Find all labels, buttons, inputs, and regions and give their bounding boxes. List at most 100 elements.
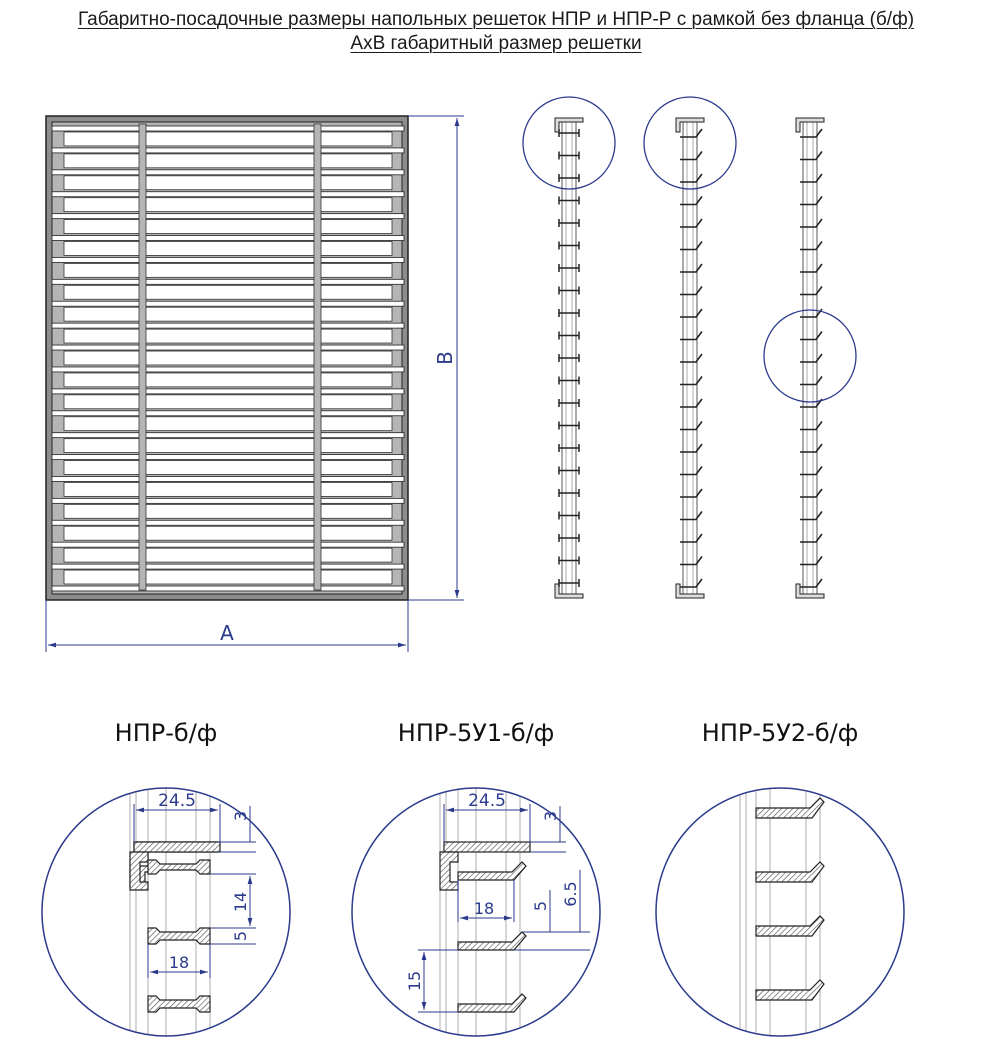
side-bar — [558, 376, 580, 385]
side-bar — [680, 241, 703, 251]
side-bar — [680, 308, 703, 318]
side-bar — [558, 219, 580, 227]
side-bar — [800, 488, 823, 498]
side-bar — [800, 556, 823, 566]
side-bar — [800, 533, 823, 543]
side-bar — [680, 353, 703, 363]
dim-pitch-label: 14 — [231, 892, 250, 912]
dim-inner-label: 18 — [169, 953, 189, 972]
grille-opening — [63, 394, 393, 410]
side-bar — [800, 241, 823, 251]
dimension-b: B — [408, 115, 464, 601]
side-bar — [680, 331, 703, 341]
side-bar — [558, 399, 580, 407]
side-bar — [800, 466, 823, 476]
grille-opening — [63, 306, 393, 322]
dim-width-label: 24.5 — [158, 791, 196, 811]
side-bar — [800, 443, 823, 453]
side-bar — [800, 173, 823, 183]
grille-opening — [63, 525, 393, 541]
side-bar — [558, 309, 580, 317]
side-frame-top — [795, 117, 825, 133]
side-bar — [558, 354, 580, 362]
side-bar — [558, 466, 580, 475]
side-bar — [680, 196, 703, 206]
side-bar — [800, 398, 823, 408]
dim-bar2-label: 6.5 — [561, 881, 580, 906]
side-bar — [680, 578, 703, 588]
grille-slat — [51, 476, 405, 482]
side-bar — [680, 218, 703, 228]
grille-opening — [63, 263, 393, 278]
side-bar — [680, 488, 703, 498]
grille-slat — [51, 147, 405, 154]
grille-opening — [63, 328, 393, 344]
diagram-subtitle: АхВ габаритный размер решетки — [350, 33, 642, 54]
side-bar — [800, 263, 823, 273]
grille-opening — [63, 175, 393, 191]
side-bar — [680, 421, 703, 431]
grille-slat — [51, 344, 405, 351]
grille-slat — [51, 300, 405, 307]
side-bar — [558, 286, 580, 295]
grille-opening — [63, 284, 393, 300]
grille-opening — [63, 460, 393, 475]
dimension-a: A — [45, 600, 409, 652]
side-bar — [558, 534, 580, 542]
dim-width-label-2: 24.5 — [468, 791, 506, 811]
grille-opening — [63, 482, 393, 497]
side-bar — [680, 556, 703, 566]
grille-slat — [51, 432, 405, 439]
detail-npr: 24.5 3 14 5 18 — [41, 787, 291, 1037]
grille-slat — [51, 563, 405, 570]
side-bar — [800, 353, 823, 363]
dim-pitch-label-2: 15 — [405, 971, 424, 991]
grille-front-view — [45, 115, 409, 601]
grille-opening — [63, 438, 393, 453]
dim-bar-label: 5 — [231, 931, 250, 941]
side-bar — [800, 286, 823, 296]
dimension-b-label: B — [433, 351, 457, 365]
grille-slat — [51, 322, 405, 329]
side-bar — [680, 151, 703, 161]
grille-rib — [138, 123, 147, 591]
grille-slat — [51, 169, 405, 176]
grille-slat — [51, 366, 405, 373]
grille-opening — [63, 153, 393, 169]
dim-inner-label-2: 18 — [474, 899, 494, 918]
grille-slat — [51, 519, 405, 526]
side-section-npr — [554, 117, 584, 599]
grille-slat — [51, 585, 405, 592]
grille-opening — [63, 503, 393, 519]
side-bar — [558, 489, 580, 497]
side-bar — [558, 241, 580, 250]
side-bar — [558, 264, 580, 272]
side-bar — [800, 196, 823, 206]
side-bar — [800, 331, 823, 341]
side-bar — [558, 421, 580, 430]
side-bar — [800, 511, 823, 521]
side-bar — [680, 398, 703, 408]
detail-npr-5u1: 24.5 3 18 5 6.5 15 — [351, 787, 601, 1037]
caption-npr-5u2: НПР-5У2-б/ф — [701, 719, 859, 747]
callout-circle-1 — [522, 96, 616, 190]
side-bar — [558, 129, 580, 137]
side-bar — [680, 443, 703, 453]
side-bar — [558, 151, 580, 160]
side-section-npr-5u2 — [795, 117, 825, 599]
grille-opening — [63, 547, 393, 563]
grille-slat — [51, 125, 405, 132]
grille-slat — [51, 541, 405, 548]
callout-circle-2 — [643, 96, 737, 190]
caption-npr: НПР-б/ф — [114, 719, 218, 747]
side-bar — [800, 421, 823, 431]
side-bar — [800, 128, 823, 138]
grille-rib — [313, 123, 322, 591]
side-bar — [680, 128, 703, 138]
grille-slat — [51, 256, 405, 263]
grille-slat — [51, 278, 405, 285]
side-bar — [558, 511, 580, 520]
grille-slat — [51, 191, 405, 198]
dimension-a-label: A — [220, 621, 234, 645]
